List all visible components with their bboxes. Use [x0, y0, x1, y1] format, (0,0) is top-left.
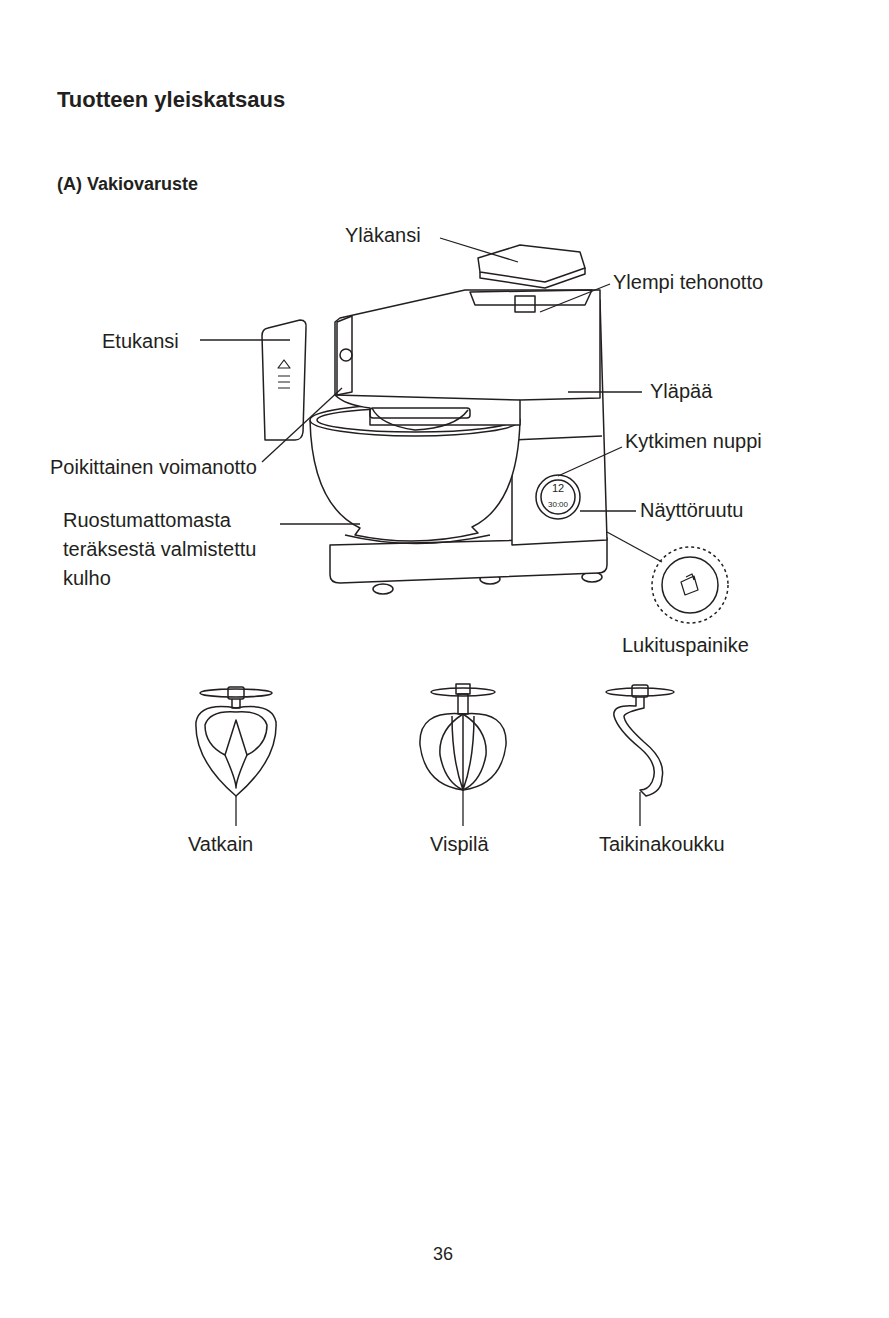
page-number: 36	[433, 1240, 453, 1268]
head-drive	[370, 408, 470, 418]
top-outlet-drive	[515, 296, 535, 312]
attachment-label: Vispilä	[430, 830, 489, 858]
display-number: 12	[551, 482, 565, 494]
top-lid-edge	[480, 268, 585, 288]
lock-callout	[652, 547, 728, 623]
bowl-base	[345, 535, 490, 544]
beater	[196, 687, 276, 796]
knob	[536, 475, 580, 519]
top-lid	[478, 245, 585, 282]
attachment-label: Taikinakoukku	[599, 830, 725, 858]
front-cover	[262, 320, 306, 440]
foot	[373, 584, 393, 594]
part-label: Yläpää	[650, 377, 712, 405]
dough-hook	[606, 685, 674, 796]
top-outlet	[470, 290, 592, 305]
head-seam	[335, 395, 520, 400]
part-label: Lukituspainike	[622, 631, 749, 659]
part-label: Yläkansi	[345, 221, 421, 249]
head-opening	[372, 408, 468, 430]
section-heading: (A) Vakiovaruste	[57, 170, 198, 198]
part-label: Poikittainen voimanotto	[50, 453, 257, 481]
leader-lines	[200, 238, 662, 826]
body-seam	[512, 436, 602, 440]
knob-inner	[541, 480, 575, 514]
front-outlet	[337, 316, 352, 395]
front-outlet-drive	[340, 349, 352, 361]
attachment-label: Vatkain	[188, 830, 253, 858]
base	[330, 538, 607, 583]
part-label: Näyttöruutu	[640, 496, 743, 524]
lock-icon	[681, 574, 698, 595]
lock-button	[662, 557, 718, 613]
part-label: Etukansi	[102, 327, 179, 355]
front-cover-mark	[278, 360, 290, 388]
head	[335, 290, 600, 425]
page-title: Tuotteen yleiskatsaus	[57, 86, 285, 114]
bowl	[310, 420, 520, 541]
whisk	[420, 684, 506, 790]
part-label: Ylempi tehonotto	[613, 268, 763, 296]
part-label: Kytkimen nuppi	[625, 427, 762, 455]
part-label: Ruostumattomasta teräksestä valmistettu …	[63, 506, 291, 593]
display-time: 30:00	[545, 500, 571, 510]
